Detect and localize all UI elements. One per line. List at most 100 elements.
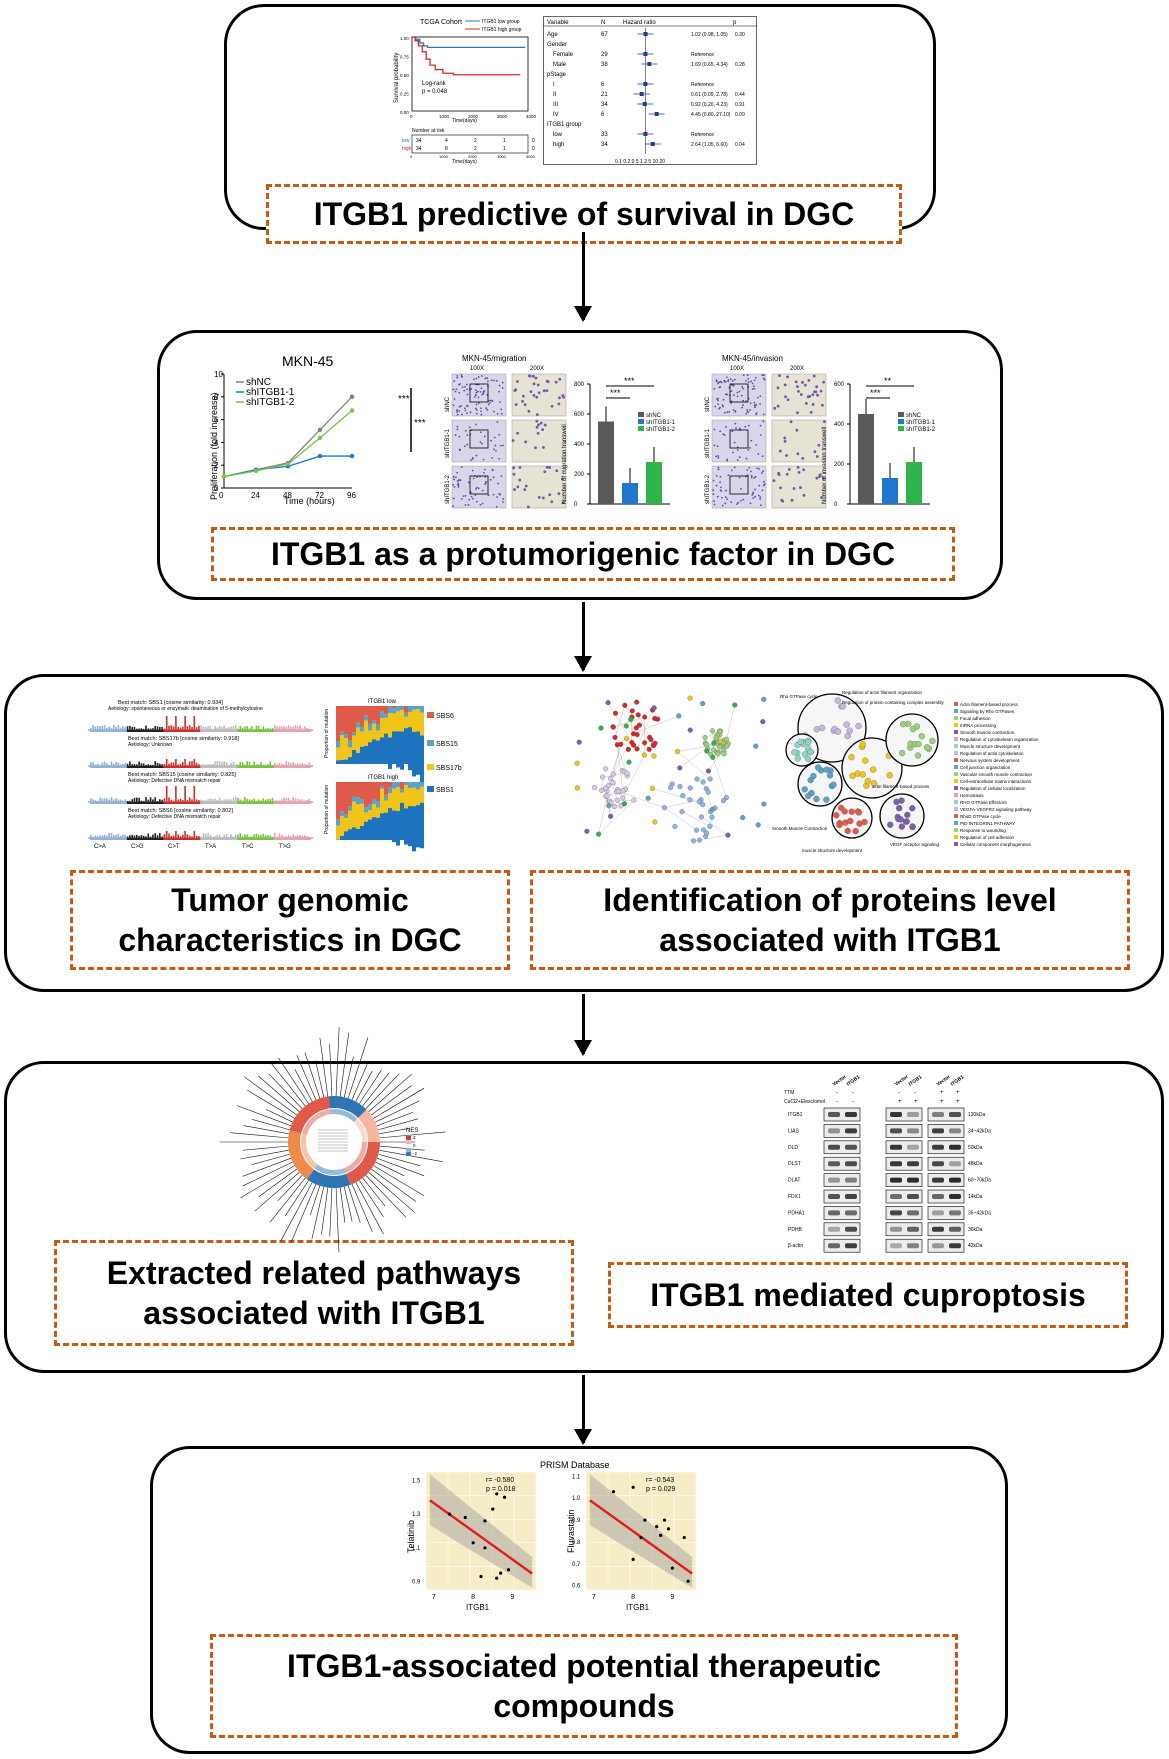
cell-dot <box>480 375 483 377</box>
cluster-node <box>844 827 851 835</box>
cell-dot <box>453 398 456 400</box>
prolif-ytick: 10 <box>214 370 223 379</box>
signature-bar <box>92 836 94 838</box>
cluster-node <box>823 796 830 803</box>
signature-bar <box>303 726 306 730</box>
cell-dot <box>742 387 745 390</box>
cluster-legend-item: RhoD GTPase cycle <box>960 814 1001 819</box>
signature-segment <box>163 802 201 804</box>
bar-shITGB1-2 <box>906 462 922 504</box>
signature-bar <box>280 834 283 838</box>
wb-protein-label: ITGB1 <box>788 1112 803 1118</box>
cell-dot <box>724 496 727 499</box>
signature-bar <box>209 834 212 838</box>
network-node <box>709 728 716 734</box>
circos-spoke <box>251 1153 290 1166</box>
stacked-segment <box>368 810 372 820</box>
zoom-box <box>729 475 749 495</box>
network-node <box>704 742 710 748</box>
cell-dot <box>490 439 492 442</box>
signature-bar <box>303 763 306 766</box>
prism-title: PRISM Database <box>540 1460 610 1470</box>
signature-bar <box>198 764 200 766</box>
cell-dot <box>796 465 800 469</box>
wb-membrane <box>927 1140 965 1155</box>
cell-dot <box>466 404 468 407</box>
signature-bar <box>154 797 156 802</box>
wb-membrane <box>885 1206 923 1220</box>
cell-dot <box>776 386 780 390</box>
signature-bar <box>131 834 133 838</box>
km-curve-low <box>412 36 526 49</box>
signature-bar <box>237 797 239 802</box>
signature-bar <box>170 725 173 730</box>
forest-row-p: 0.28 <box>735 62 745 68</box>
stacked-segment <box>340 759 344 764</box>
signature-bar <box>94 764 97 766</box>
signature-bar <box>90 762 92 766</box>
cell-dot <box>723 411 726 414</box>
signature-bar <box>264 835 267 838</box>
forest-row-n: 6 <box>601 82 605 88</box>
km-risk-xtick: 3000 <box>497 154 507 159</box>
signature-bar <box>211 798 214 802</box>
wb-band <box>845 1112 857 1117</box>
label-cuproptosis: ITGB1 mediated cuproptosis <box>608 1262 1128 1328</box>
cell-dot <box>480 407 482 410</box>
circos-spoke <box>375 1161 405 1177</box>
cell-dot <box>726 411 729 414</box>
signature-bar <box>191 761 193 766</box>
signature-bar <box>161 726 163 730</box>
cell-dot <box>786 375 789 379</box>
cell-dot <box>490 379 493 382</box>
circos-spoke <box>365 1073 400 1109</box>
signature-bar <box>239 799 242 802</box>
signature-aetiology: Aetiology: spontaneous or enzymatic deam… <box>108 706 263 712</box>
cell-dot <box>458 405 461 408</box>
stacked-segment <box>336 741 340 748</box>
forest-row-ci: 0.92 (0.20, 4.23) <box>691 102 728 108</box>
signature-segment <box>200 838 238 840</box>
cell-dot <box>477 487 480 490</box>
cell-dot <box>550 500 554 504</box>
cell-dot <box>763 378 766 381</box>
cell-dot <box>820 496 823 499</box>
signature-bar <box>223 761 225 766</box>
cluster-legend-swatch <box>954 807 958 811</box>
cell-dot <box>537 423 540 427</box>
cell-dot <box>809 410 813 414</box>
stacked-segment <box>372 739 376 764</box>
signature-bar <box>156 800 159 802</box>
signature-bar <box>276 764 278 766</box>
km-risk-high-val: 0 <box>532 146 535 152</box>
cell-dot <box>763 484 765 487</box>
network-node <box>630 731 637 737</box>
cell-dot <box>786 398 790 402</box>
wb-header-vector: Vector <box>936 1074 952 1088</box>
network-node <box>711 740 717 746</box>
cell-dot <box>754 475 757 478</box>
stacked-segment <box>404 782 408 786</box>
signature-bar <box>119 764 122 766</box>
cell-dot <box>489 478 492 481</box>
km-pvalue-1: Log-rank <box>422 81 447 87</box>
cell-dot <box>542 389 546 393</box>
forest-row-ci: 1.02 (0.98, 1.05) <box>691 32 728 38</box>
cell-dot <box>733 466 736 469</box>
network-node <box>641 752 647 758</box>
prism-point <box>479 1574 483 1579</box>
bar-ytick: 800 <box>574 382 585 388</box>
circos-spoke <box>368 1172 415 1213</box>
stacked-segment <box>420 802 424 849</box>
signature-segment <box>90 838 127 840</box>
prism-point <box>639 1535 643 1540</box>
wb-band <box>890 1194 902 1199</box>
cell-dot <box>480 431 482 434</box>
wb-band <box>907 1128 919 1134</box>
stacked-segment <box>352 749 356 764</box>
cell-dot <box>532 382 536 386</box>
forest-row-p: 0.09 <box>735 112 745 118</box>
signature-bar <box>225 762 228 766</box>
cell-dot <box>750 439 753 442</box>
cell-dot <box>732 409 735 411</box>
